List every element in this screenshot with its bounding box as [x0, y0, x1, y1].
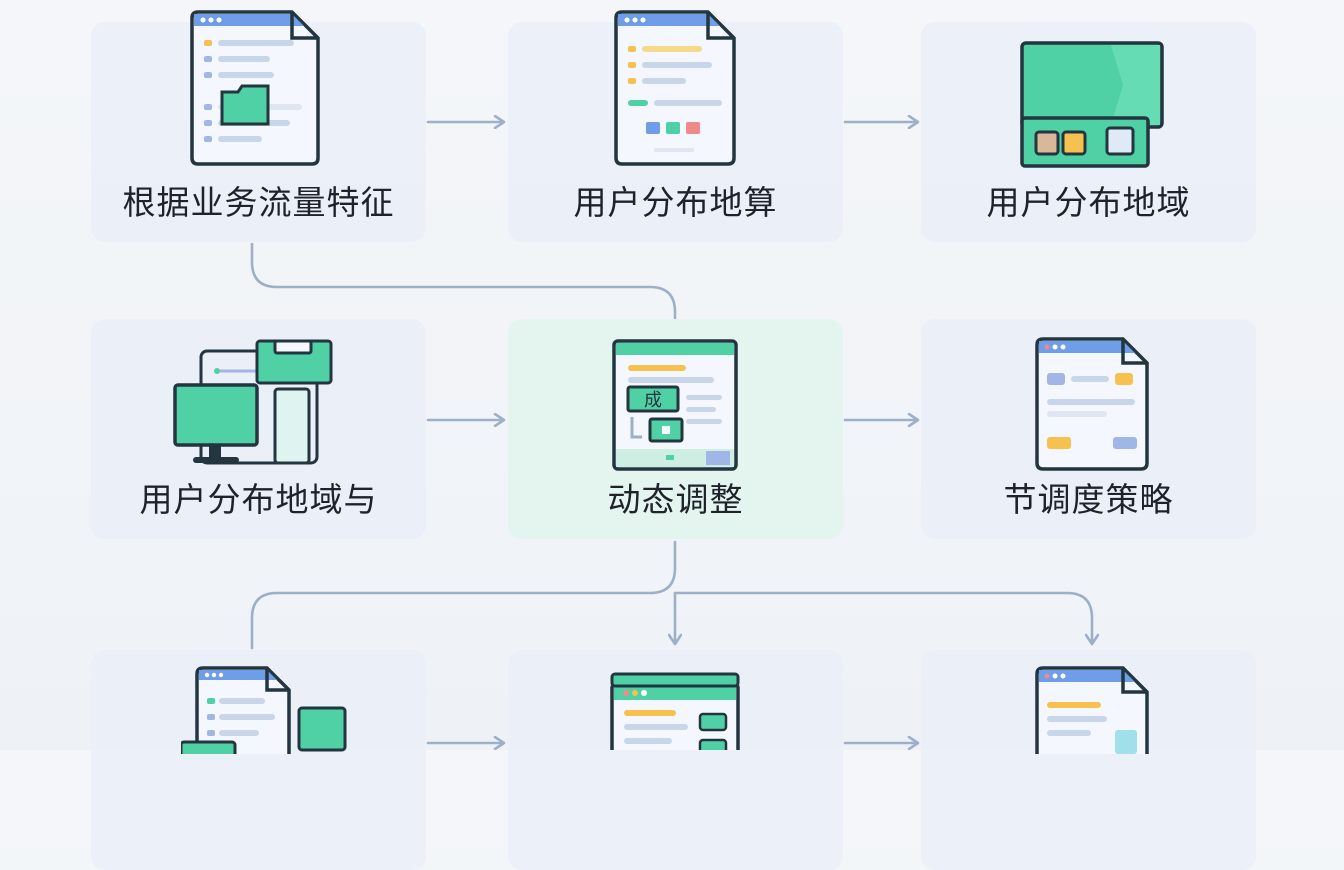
- node-n7: [91, 650, 426, 870]
- node-label: 用户分布地域与: [139, 481, 378, 518]
- adjust-document-icon: 成: [612, 339, 738, 471]
- node-label: 节调度策略: [1003, 481, 1174, 518]
- connectors: [250, 0, 1344, 750]
- icon-text: 成: [644, 390, 662, 411]
- document-icon: [614, 10, 736, 166]
- node-n4: 用户分布地域与: [91, 319, 426, 539]
- node-label: 用户分布地域: [986, 184, 1191, 221]
- arrow-n5-n9: [673, 591, 1092, 643]
- node-n9: [921, 650, 1256, 870]
- node-n1: 根据业务流量特征: [91, 10, 426, 242]
- connector-n5-branch: [250, 540, 677, 650]
- node-label: 动态调整: [607, 481, 744, 518]
- schedule-document-icon: [1035, 337, 1149, 471]
- connector-n1-n5: [250, 242, 677, 320]
- documents-folder-icon: [181, 666, 347, 754]
- node-n6: 节调度策略: [921, 319, 1256, 539]
- document-folder-icon: [190, 10, 320, 166]
- dashboard-window-icon: [1020, 41, 1164, 168]
- node-n3: 用户分布地域: [921, 22, 1256, 242]
- node-label: 用户分布地算: [573, 184, 778, 221]
- node-n2: 用户分布地算: [508, 10, 843, 242]
- form-window-icon: [610, 672, 740, 750]
- node-label: 根据业务流量特征: [122, 184, 395, 221]
- node-n8: [508, 650, 843, 870]
- node-n5: 成 动态调整: [508, 319, 843, 539]
- devices-icon: [173, 339, 333, 465]
- report-document-icon: [1035, 666, 1149, 754]
